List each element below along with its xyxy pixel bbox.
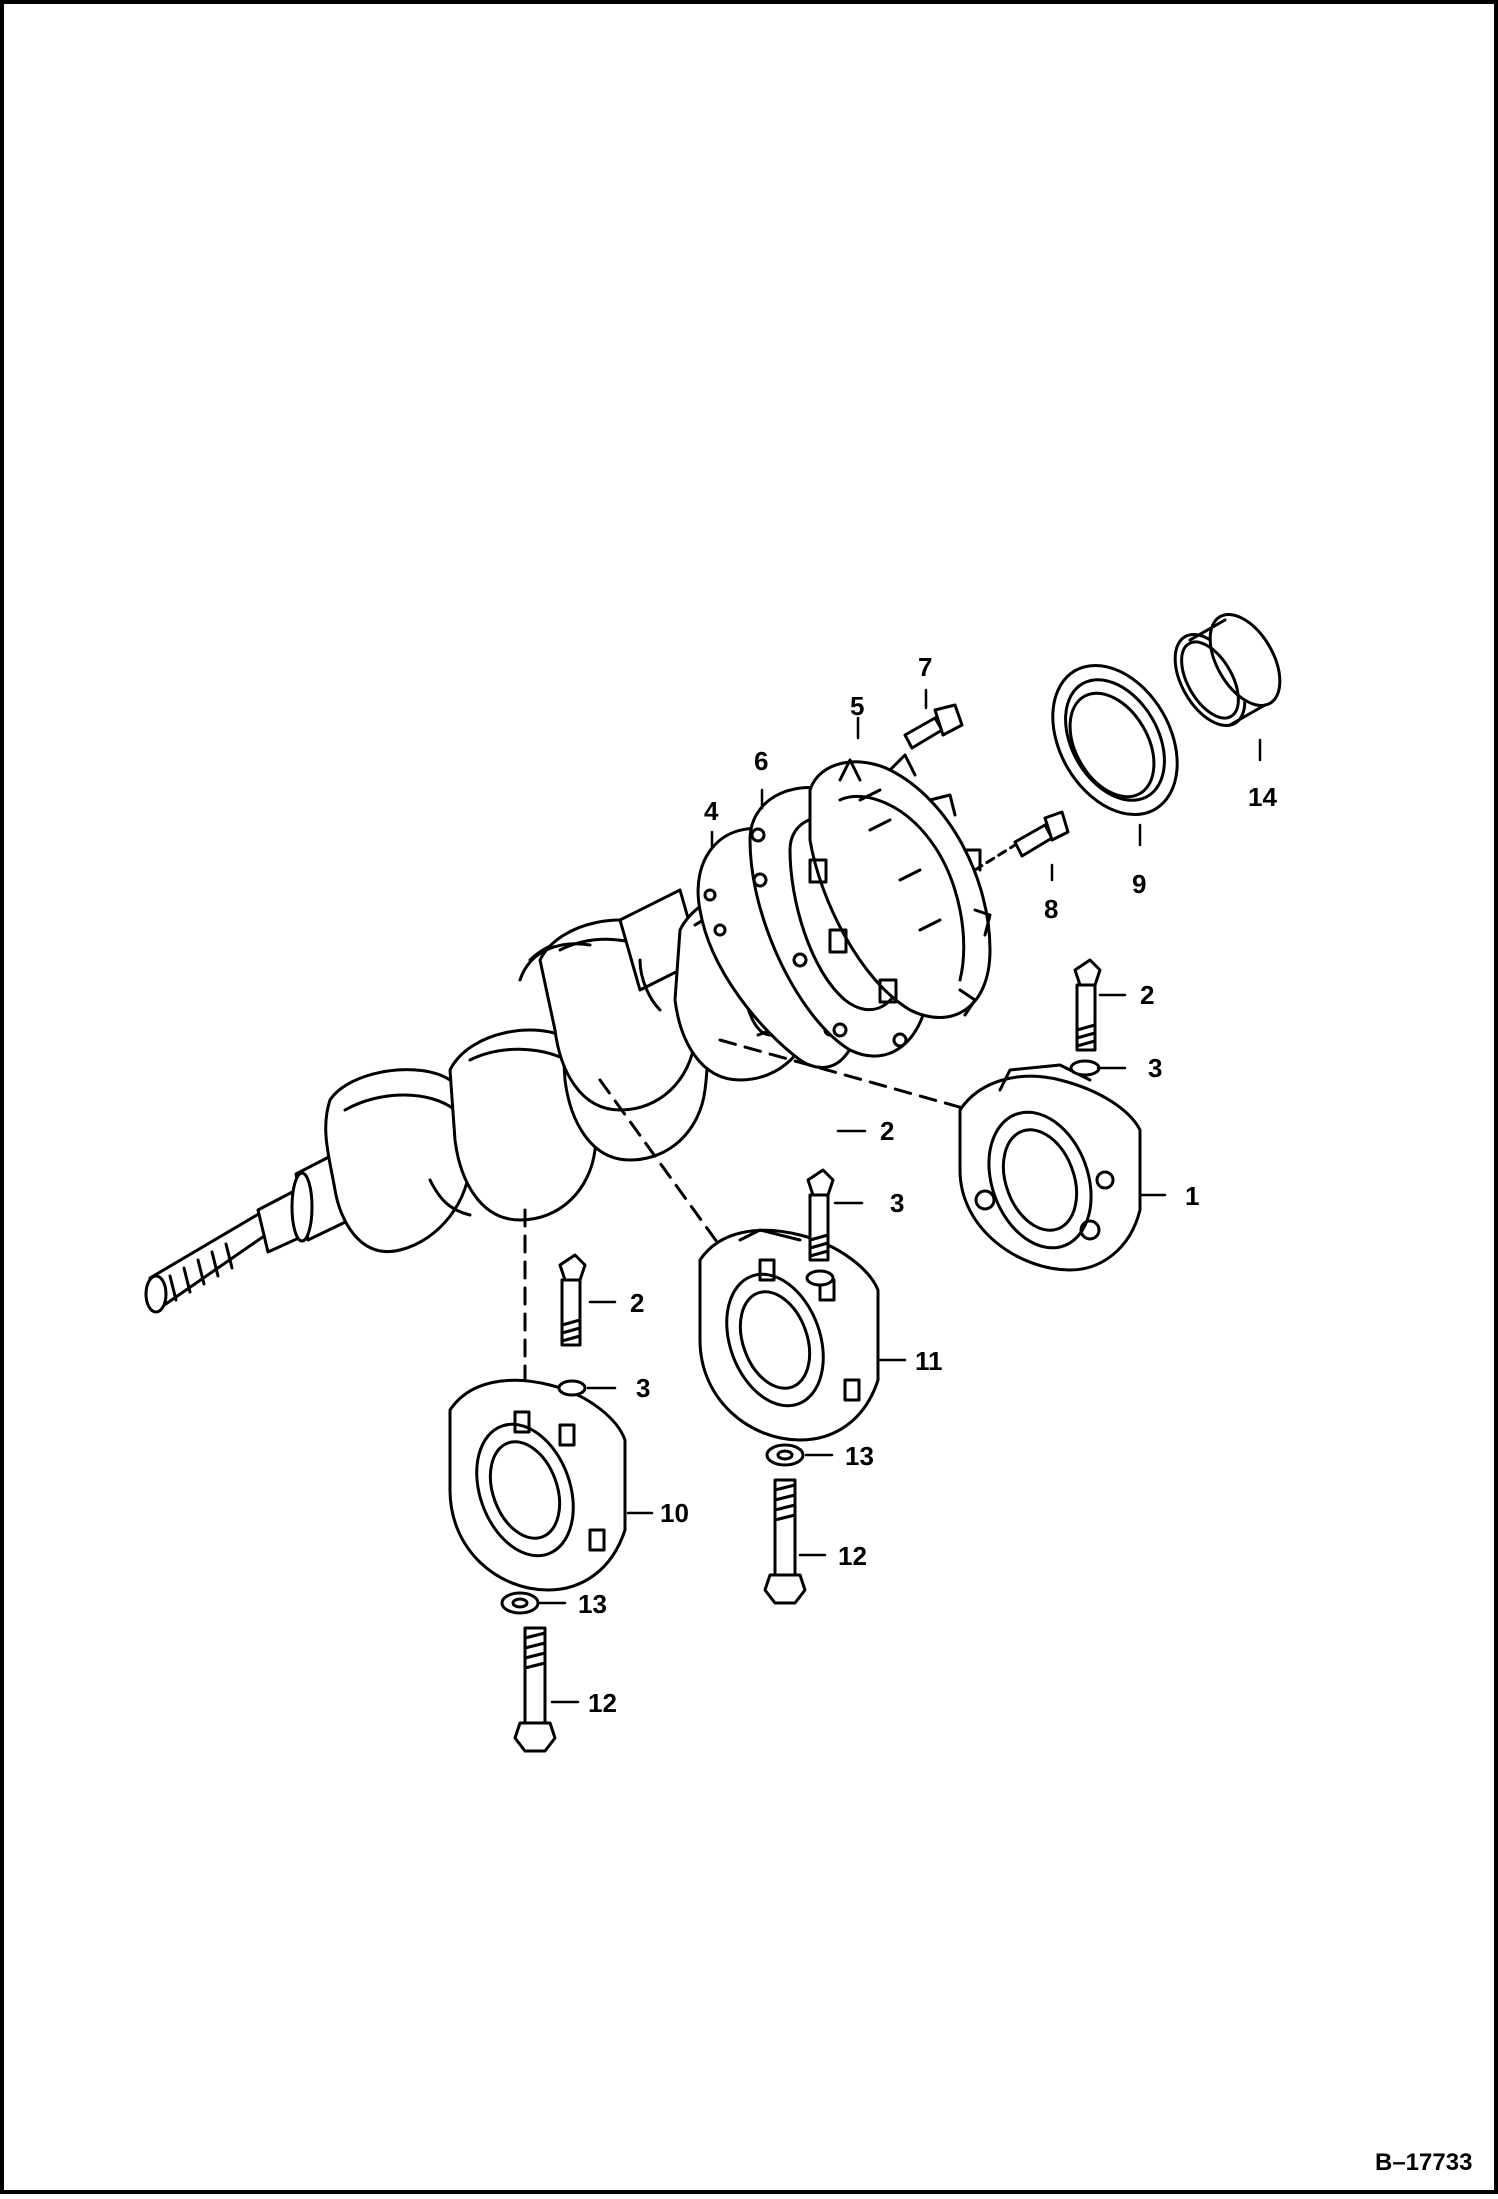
washer-13-middle [765,1443,805,1467]
callout-9: 9 [1132,869,1146,899]
washer-3-right [1069,1059,1101,1077]
washer-3-left [557,1379,587,1397]
callout-12-middle: 12 [838,1541,867,1571]
callout-7: 7 [918,652,932,682]
callout-1: 1 [1185,1181,1199,1211]
bolt-2-right [1073,958,1102,1052]
leader-lines [538,688,1262,1704]
callout-13-left: 13 [578,1589,607,1619]
callout-13-middle: 13 [845,1441,874,1471]
callout-14: 14 [1248,782,1277,812]
wear-sleeve [1173,612,1282,728]
alignment-lines [523,1038,972,1402]
bolt-2-left [558,1253,587,1347]
callout-12-left: 12 [588,1688,617,1718]
callout-10: 10 [660,1498,689,1528]
callout-3-right: 3 [1148,1053,1162,1083]
callout-11: 11 [915,1346,943,1376]
washer-13-left [500,1591,540,1615]
figure-id: B–17733 [1375,2149,1472,2176]
bolt-7 [903,703,964,750]
callout-labels: 1 2 2 2 3 3 3 4 5 6 7 8 9 10 11 12 12 13… [578,652,1277,1718]
callout-4: 4 [704,796,719,826]
callout-8: 8 [1044,894,1058,924]
bolt-12-middle [763,1478,807,1605]
callout-3-left: 3 [636,1373,650,1403]
bearing-cap-1 [958,1063,1142,1272]
callout-6: 6 [754,746,768,776]
bearing-cap-10 [448,1378,627,1592]
callout-5: 5 [850,691,864,721]
bolt-2-middle [806,1168,835,1262]
bearing-cap-11 [698,1228,880,1442]
callout-2-left: 2 [630,1288,644,1318]
oil-seal [1051,663,1179,817]
bearing-retainer [808,753,992,1019]
callout-2-right: 2 [1140,980,1154,1010]
bolt-12-left [513,1626,557,1753]
washer-3-middle [805,1269,835,1287]
callout-2-middle: 2 [880,1116,894,1146]
bolt-8 [973,810,1070,872]
callout-3-middle: 3 [890,1188,904,1218]
